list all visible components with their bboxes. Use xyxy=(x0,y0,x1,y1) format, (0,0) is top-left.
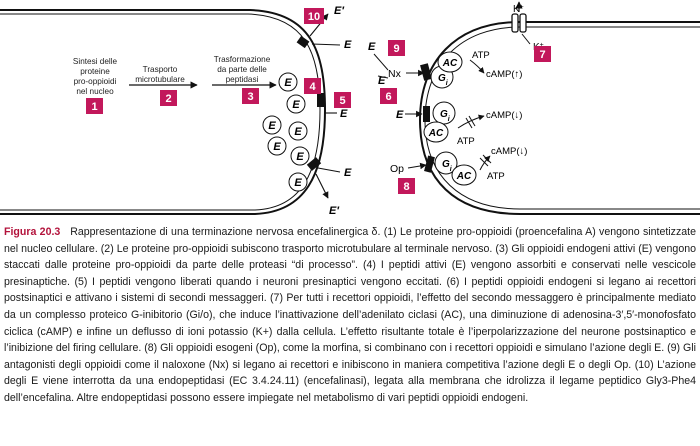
ac-bottom xyxy=(451,164,477,186)
svg-text:8: 8 xyxy=(403,181,409,193)
svg-text:AC: AC xyxy=(428,128,444,139)
svg-text:10: 10 xyxy=(308,11,320,23)
receptor-bottom xyxy=(424,155,435,173)
svg-text:E: E xyxy=(292,99,300,111)
postsynaptic-membrane xyxy=(418,21,700,215)
k-plus-top: K+ xyxy=(513,4,524,16)
e-released-2: E xyxy=(340,108,348,120)
atp-bottom: ATP xyxy=(487,171,505,182)
k-channel xyxy=(511,13,519,33)
e-released-3: E xyxy=(344,167,352,179)
svg-text:E: E xyxy=(296,151,304,163)
label-synthesis-4: nel nucleo xyxy=(76,87,114,96)
svg-text:9: 9 xyxy=(393,43,399,55)
figure-caption: Figura 20.3 Rappresentazione di una term… xyxy=(4,224,696,444)
svg-text:4: 4 xyxy=(309,81,316,93)
e-released-1: E xyxy=(344,39,352,51)
step-2 xyxy=(160,90,177,106)
svg-text:E: E xyxy=(294,177,302,189)
label-transform-1: Trasformazione xyxy=(214,55,271,64)
atp-top: ATP xyxy=(472,50,490,61)
svg-text:Gi: Gi xyxy=(438,73,449,87)
release-site-bar xyxy=(317,93,325,107)
release-site-bar-2 xyxy=(306,157,322,171)
svg-text:E: E xyxy=(273,141,281,153)
ac-top xyxy=(437,51,463,73)
presynaptic-membrane xyxy=(0,9,327,215)
e-bound-mid: E xyxy=(396,109,404,121)
svg-text:6: 6 xyxy=(385,91,391,103)
label-transform-3: peptidasi xyxy=(226,75,259,84)
svg-text:E: E xyxy=(294,126,302,138)
camp-down-mid: cAMP(↓) xyxy=(486,110,522,121)
caption-title: Figura 20.3 xyxy=(4,226,61,238)
svg-text:5: 5 xyxy=(339,95,345,107)
step-10 xyxy=(304,8,324,24)
gi-bottom xyxy=(434,151,458,175)
enkephalinergic-terminal-diagram: K+ K+ E E E E E E E Sintesi delle protei… xyxy=(0,1,700,217)
receptor-mid xyxy=(423,106,430,122)
step-6 xyxy=(380,88,397,104)
label-synthesis-2: proteine xyxy=(80,67,110,76)
atp-mid: ATP xyxy=(457,136,475,147)
ac-mid xyxy=(423,121,449,143)
caption-body: Rappresentazione di una terminazione ner… xyxy=(4,226,696,404)
svg-text:E: E xyxy=(268,120,276,132)
e-competitor-2: E xyxy=(378,75,386,87)
svg-text:AC: AC xyxy=(456,171,472,182)
nx-label: Nx xyxy=(388,68,402,80)
step-3 xyxy=(242,88,259,104)
step-7 xyxy=(534,46,551,62)
svg-text:Gi: Gi xyxy=(440,109,451,123)
e-competitor: E xyxy=(368,41,376,53)
receptor-top xyxy=(420,63,432,81)
svg-text:AC: AC xyxy=(442,58,458,69)
label-transform-2: da parte delle xyxy=(217,65,267,74)
vesicles: E E E E E E E xyxy=(262,72,310,192)
e-prime-top: E′ xyxy=(334,5,345,17)
label-transport-2: microtubulare xyxy=(135,75,185,84)
svg-text:1: 1 xyxy=(91,101,97,113)
op-label: Op xyxy=(390,163,404,175)
svg-text:E: E xyxy=(284,77,292,89)
step-4 xyxy=(304,78,321,94)
svg-text:2: 2 xyxy=(165,93,171,105)
endopeptidase-bar xyxy=(296,35,310,49)
svg-text:3: 3 xyxy=(247,91,253,103)
label-synthesis-1: Sintesi delle xyxy=(73,57,118,66)
step-8 xyxy=(398,178,415,194)
step-9 xyxy=(388,40,405,56)
step-1 xyxy=(86,98,103,114)
label-synthesis-3: pro-oppioidi xyxy=(74,77,117,86)
camp-up: cAMP(↑) xyxy=(486,69,522,80)
label-transport-1: Trasporto xyxy=(143,65,178,74)
svg-text:7: 7 xyxy=(539,49,545,61)
e-prime-bottom: E′ xyxy=(329,205,340,217)
svg-text:Gi: Gi xyxy=(442,159,453,173)
camp-down-bottom: cAMP(↓) xyxy=(491,146,527,157)
step-5 xyxy=(334,92,351,108)
